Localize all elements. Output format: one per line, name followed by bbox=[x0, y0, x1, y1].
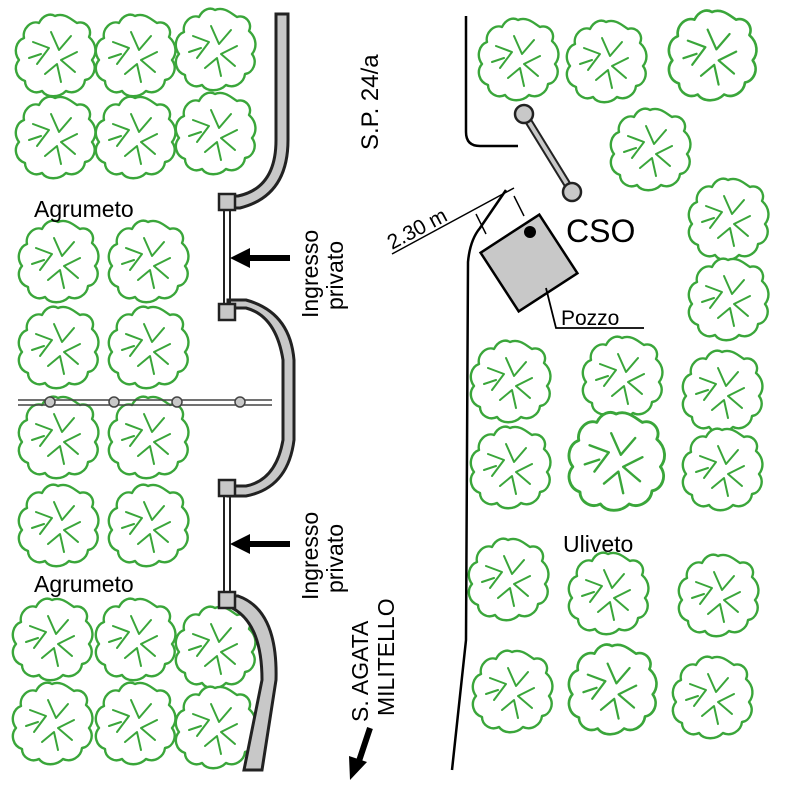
gate-post bbox=[217, 302, 237, 322]
tree-icon bbox=[567, 410, 666, 512]
tree-icon bbox=[174, 685, 257, 770]
tree-icon bbox=[17, 395, 100, 480]
west-wall-bottom bbox=[226, 594, 278, 772]
tree-icon bbox=[174, 7, 257, 92]
tree-icon bbox=[107, 219, 190, 304]
direction-arrow bbox=[349, 727, 373, 780]
tree-icon bbox=[469, 339, 552, 424]
tree-icon bbox=[107, 395, 190, 480]
tree-icon bbox=[467, 537, 550, 622]
tree-icon bbox=[581, 335, 664, 420]
tree-icon bbox=[17, 219, 100, 304]
tree-icon bbox=[11, 681, 94, 766]
cso-label: CSO bbox=[566, 213, 635, 249]
tree-icon bbox=[567, 551, 650, 636]
tree-icon bbox=[94, 13, 177, 98]
ingresso-label-top-line2: privato bbox=[322, 241, 348, 310]
cso-point bbox=[524, 226, 536, 238]
west-wall-middle bbox=[226, 298, 296, 498]
tree-icon bbox=[471, 649, 554, 734]
ingresso-label-bottom-line2: privato bbox=[322, 524, 348, 593]
gate-post bbox=[217, 590, 237, 610]
tree-icon bbox=[687, 257, 770, 342]
dimension-line bbox=[391, 187, 525, 255]
tree-icon bbox=[567, 643, 658, 736]
ingresso-label-bottom-line1: Ingresso bbox=[297, 512, 323, 600]
pozzo-leader bbox=[545, 287, 644, 329]
agrumeto-label-top: Agrumeto bbox=[34, 196, 134, 222]
direction-label-line2: MILITELLO bbox=[373, 598, 399, 716]
fence-line bbox=[18, 396, 272, 408]
tree-icon bbox=[94, 95, 177, 180]
entrance-arrow-top bbox=[230, 248, 290, 268]
tree-icon bbox=[477, 17, 560, 102]
east-gate bbox=[513, 103, 583, 203]
tree-icon bbox=[107, 305, 190, 390]
uliveto-label: Uliveto bbox=[563, 531, 633, 557]
entrance-arrow-bottom bbox=[230, 534, 290, 554]
tree-icon bbox=[14, 95, 97, 180]
tree-icon bbox=[681, 349, 764, 434]
dimension-label: 2.30 m bbox=[384, 204, 451, 254]
tree-icon bbox=[677, 553, 760, 638]
gate-post bbox=[217, 192, 237, 212]
tree-icon bbox=[17, 483, 100, 568]
tree-icon bbox=[174, 605, 257, 690]
tree-icon bbox=[667, 9, 758, 102]
road-label: S.P. 24/a bbox=[357, 54, 384, 150]
agrumeto-label-bottom: Agrumeto bbox=[34, 571, 134, 597]
tree-icon bbox=[14, 13, 97, 98]
ingresso-label-top-line1: Ingresso bbox=[297, 230, 323, 318]
tree-icon bbox=[11, 597, 94, 682]
tree-icon bbox=[174, 91, 257, 176]
tree-icon bbox=[469, 425, 552, 510]
tree-icon bbox=[107, 483, 190, 568]
pozzo-well bbox=[478, 212, 580, 314]
tree-icon bbox=[565, 19, 648, 104]
east-road-edge bbox=[450, 16, 518, 771]
tree-icon bbox=[17, 305, 100, 390]
tree-icon bbox=[671, 655, 754, 740]
tree-icon bbox=[94, 597, 177, 682]
pozzo-label: Pozzo bbox=[561, 307, 619, 330]
gate-post bbox=[217, 478, 237, 498]
tree-icon bbox=[681, 427, 764, 512]
direction-label-line1: S. AGATA bbox=[347, 620, 373, 722]
tree-icon bbox=[94, 681, 177, 766]
tree-icon bbox=[687, 177, 770, 262]
tree-icon bbox=[609, 107, 692, 192]
